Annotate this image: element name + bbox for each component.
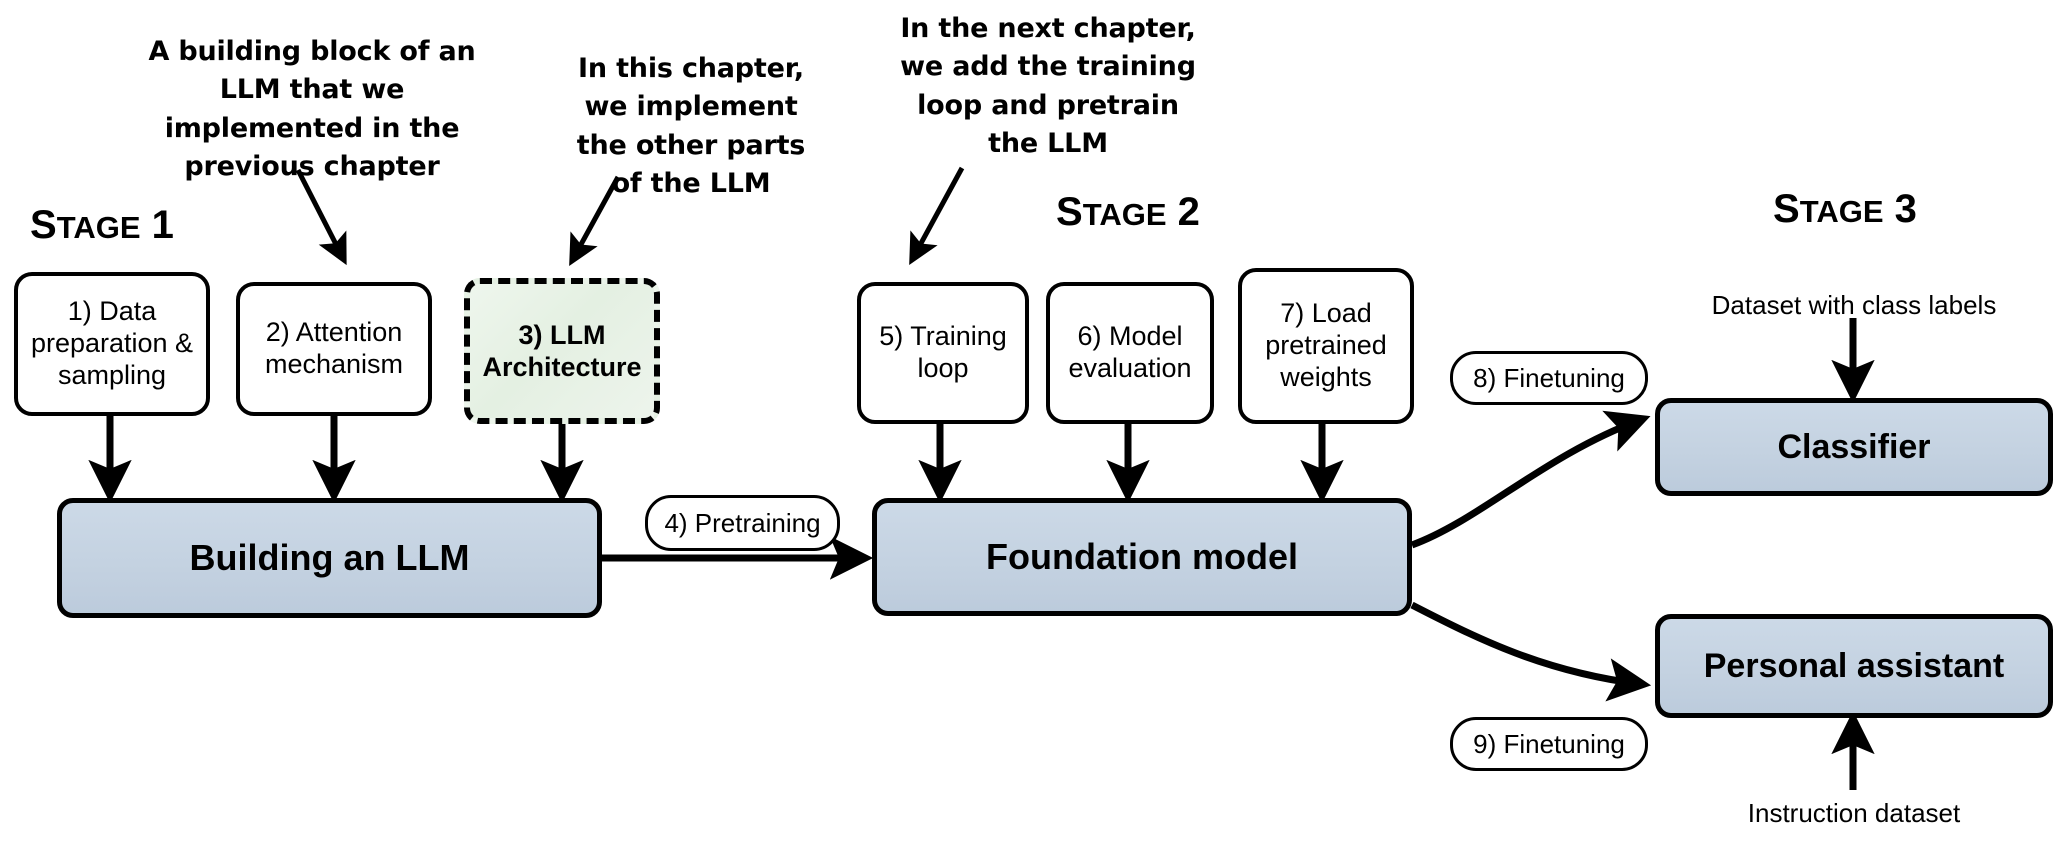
stage-3-index: 3 [1894,187,1917,231]
step-finetuning-assistant[interactable]: 9) Finetuning [1450,717,1648,771]
output-foundation-model[interactable]: Foundation model [872,498,1412,616]
stage-1-rest: TAGE [56,210,141,245]
stage-2-index: 2 [1177,190,1200,234]
stage-2-spacer [1167,190,1178,234]
stage-2-initial: S [1056,190,1083,234]
stage-1-number [141,203,152,247]
step-data-preparation[interactable]: 1) Data preparation & sampling [14,272,210,416]
step-attention-mechanism[interactable]: 2) Attention mechanism [236,282,432,416]
stage-1-heading: STAGE 1 [30,203,174,248]
stage-3-spacer [1884,187,1895,231]
output-classifier[interactable]: Classifier [1655,398,2053,496]
output-building-an-llm[interactable]: Building an LLM [57,498,602,618]
stage-2-heading: STAGE 2 [1056,190,1200,235]
step-finetuning-classifier[interactable]: 8) Finetuning [1450,351,1648,405]
arrow-note3-to-training [909,166,965,266]
step-llm-architecture[interactable]: 3) LLM Architecture [464,278,660,424]
caption-class-dataset: Dataset with class labels [1711,290,1997,320]
stage-3-initial: S [1773,187,1800,231]
step-pretraining[interactable]: 4) Pretraining [645,495,840,551]
step-load-pretrained-weights[interactable]: 7) Load pretrained weights [1238,268,1414,424]
arrow-foundation-to-classifier [1410,410,1651,549]
step-model-evaluation[interactable]: 6) Model evaluation [1046,282,1214,424]
stage-3-rest: TAGE [1799,194,1884,229]
step-training-loop[interactable]: 5) Training loop [857,282,1029,424]
stage-1-initial: S [30,203,57,247]
stage-1-index: 1 [151,203,174,247]
stage-2-rest: TAGE [1082,197,1167,232]
note-previous-chapter: A building block of an LLM that we imple… [148,36,476,182]
caption-instruction-dataset: Instruction dataset [1747,798,1961,828]
output-personal-assistant[interactable]: Personal assistant [1655,614,2053,718]
arrow-foundation-to-assistant [1410,601,1652,702]
note-this-chapter: In this chapter, we implement the other … [576,53,806,199]
stage-3-heading: STAGE 3 [1773,187,1917,232]
note-next-chapter: In the next chapter, we add the training… [900,13,1196,159]
